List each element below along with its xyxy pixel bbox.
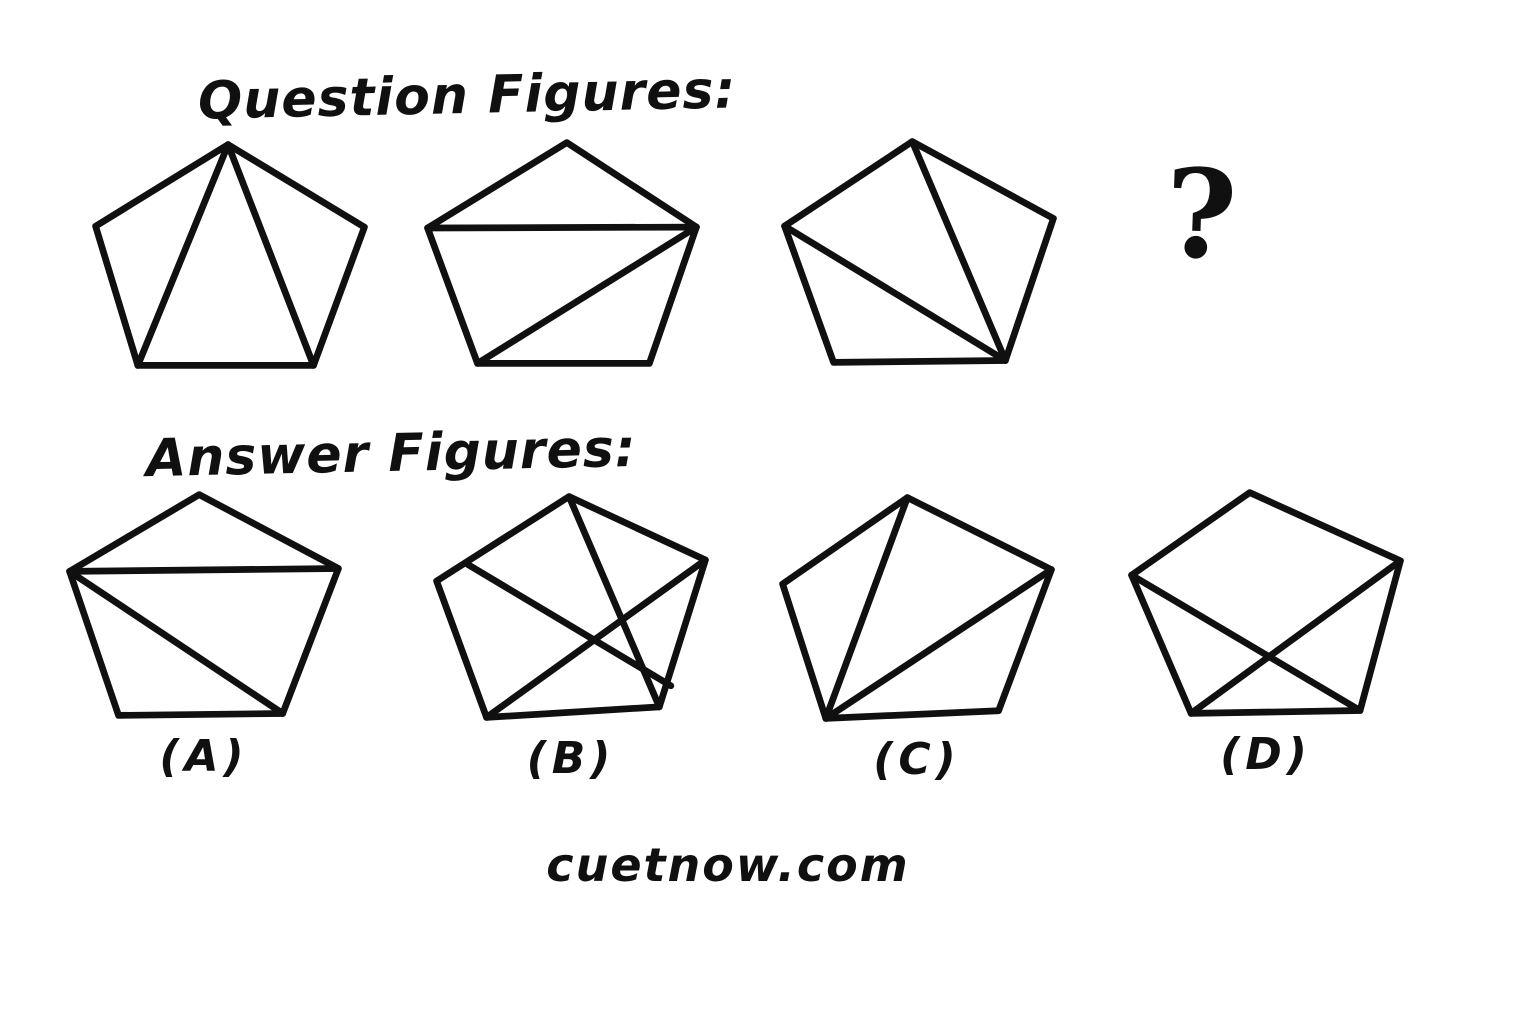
- answer-figures-title: Answer Figures:: [145, 418, 638, 490]
- pentagon-diagram: [418, 133, 706, 373]
- answer-figure-c: (C): [773, 488, 1061, 785]
- pentagon-diagram: [86, 135, 374, 375]
- question-figure-2: [418, 133, 706, 373]
- pentagon-diagram: [427, 487, 715, 727]
- answer-label-a: (A): [159, 731, 249, 782]
- question-figures-title: Question Figures:: [197, 60, 737, 132]
- answer-figure-a: (A): [60, 485, 348, 782]
- answer-label-d: (D): [1220, 729, 1312, 780]
- question-mark: ?: [1162, 140, 1240, 288]
- pentagon-diagram: [773, 488, 1061, 728]
- question-figure-1: [86, 135, 374, 375]
- pentagon-diagram: [60, 485, 348, 725]
- question-figure-3: [775, 132, 1063, 372]
- answer-figure-b: (B): [427, 487, 715, 784]
- pentagon-diagram: [775, 132, 1063, 372]
- answer-figure-d: (D): [1122, 483, 1410, 780]
- answer-label-b: (B): [526, 733, 616, 784]
- answer-label-c: (C): [873, 734, 961, 785]
- watermark-text: cuetnow.com: [546, 838, 910, 892]
- pentagon-diagram: [1122, 483, 1410, 723]
